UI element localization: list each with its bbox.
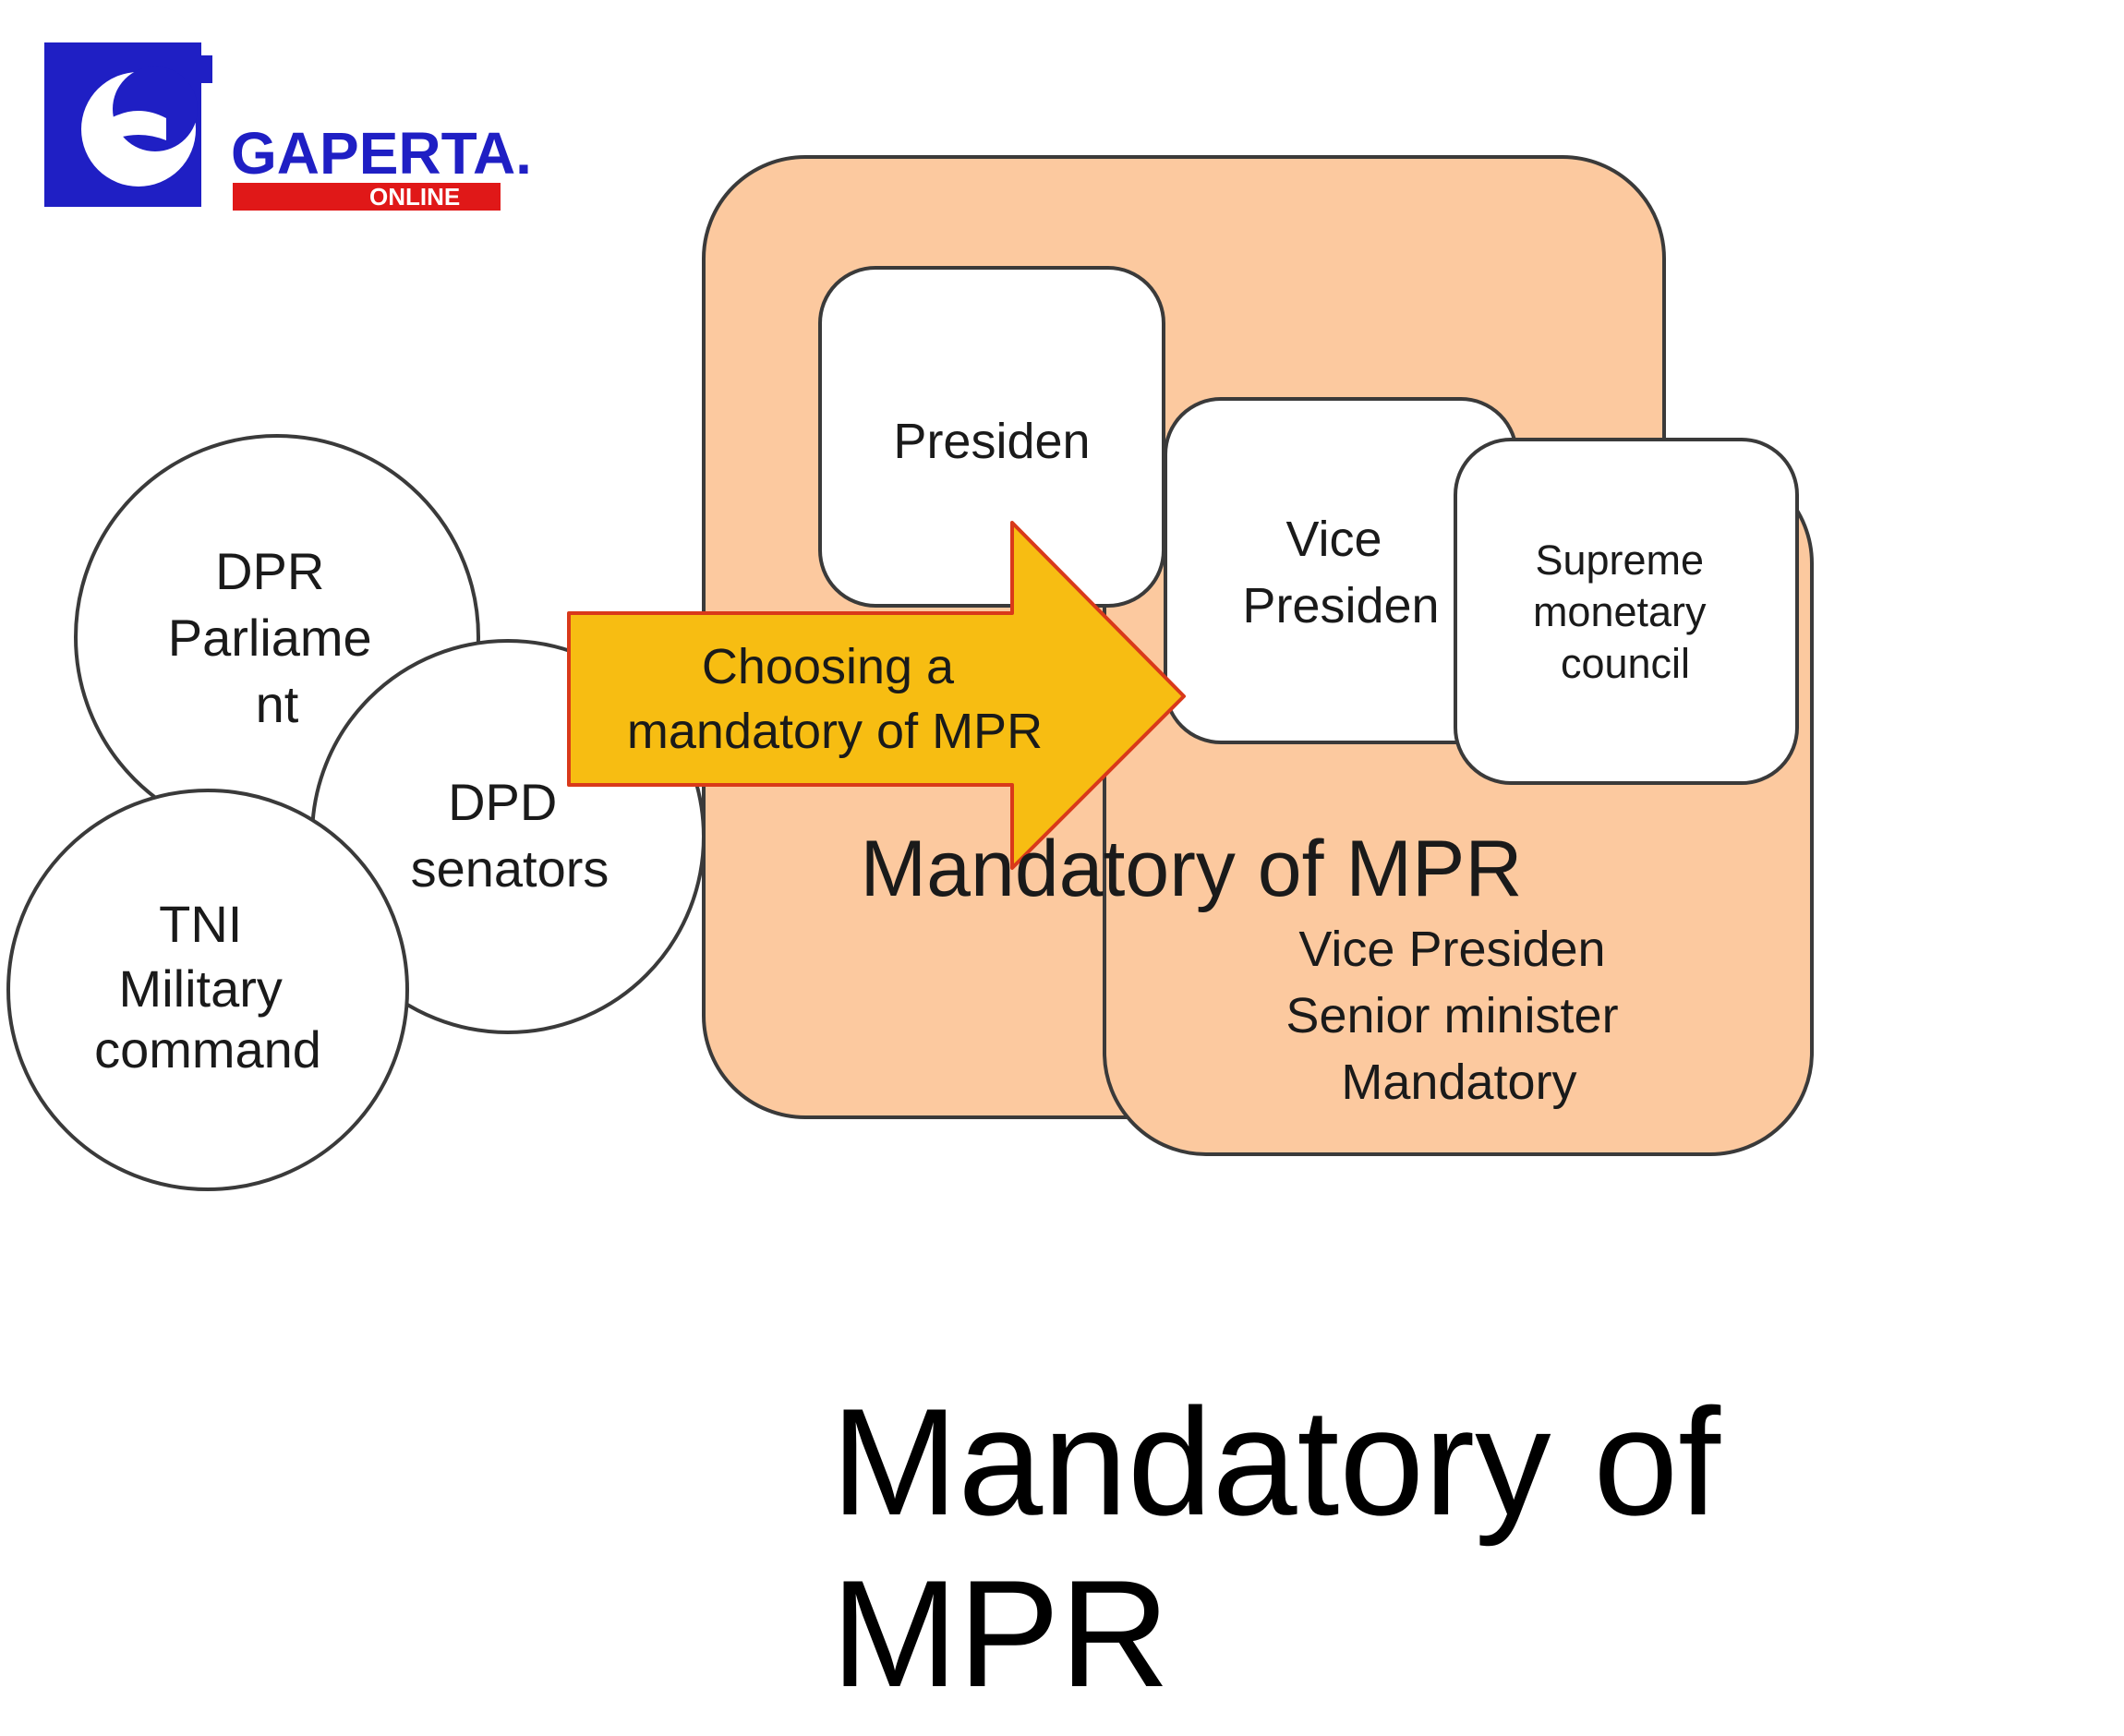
arrow-label-line-2: mandatory of MPR bbox=[627, 704, 1043, 759]
tni-label-line-2: Military bbox=[119, 959, 283, 1018]
lower-box-label-line-1: Vice Presiden bbox=[1298, 922, 1605, 977]
dpd-circle-label: DPD senators bbox=[411, 773, 609, 898]
arrow-label-line-1: Choosing a bbox=[702, 639, 955, 694]
supreme-monetary-council-box bbox=[1454, 438, 1799, 785]
gaperta-g-logo-icon bbox=[44, 42, 212, 207]
arrow-label: Choosing a mandatory of MPR bbox=[627, 639, 1043, 759]
supreme-council-label-line-2: monetary bbox=[1533, 588, 1707, 635]
tni-label-line-1: TNI bbox=[159, 895, 242, 953]
supreme-council-label-line-3: council bbox=[1561, 640, 1690, 687]
tni-circle-label: TNI Military command bbox=[94, 895, 321, 1079]
supreme-council-label-line-1: Supreme bbox=[1535, 536, 1704, 584]
dpr-label-line-2: Parliame bbox=[168, 609, 372, 667]
lower-box-label: Vice Presiden Senior minister Mandatory bbox=[1285, 922, 1632, 1110]
tni-label-line-3: command bbox=[94, 1020, 321, 1079]
supreme-council-label: Supreme monetary council bbox=[1533, 536, 1718, 687]
dpr-label-line-3: nt bbox=[256, 675, 299, 733]
logo-subtitle: ONLINE bbox=[369, 183, 460, 211]
logo-subtitle-bar bbox=[233, 183, 501, 211]
caption-title: Mandatory of MPR bbox=[831, 1377, 1763, 1718]
president-label: Presiden bbox=[893, 414, 1090, 469]
caption-line-1: Mandatory of bbox=[831, 1377, 1721, 1547]
logo-name: GAPERTA. bbox=[231, 120, 532, 187]
vice-president-label: Vice Presiden bbox=[1242, 512, 1439, 633]
lower-box-label-line-3: Mandatory bbox=[1341, 1055, 1576, 1110]
dpr-label-line-1: DPR bbox=[215, 542, 324, 600]
caption-line-2: MPR bbox=[831, 1549, 1170, 1718]
president-box bbox=[818, 266, 1165, 608]
dpd-label-line-2: senators bbox=[411, 839, 609, 898]
gaperta-logo: GAPERTA. ONLINE bbox=[44, 42, 532, 211]
choosing-arrow bbox=[567, 521, 1186, 870]
lower-box-label-line-2: Senior minister bbox=[1285, 988, 1618, 1043]
dpd-label-line-1: DPD bbox=[448, 773, 557, 831]
dpr-circle-label: DPR Parliame nt bbox=[168, 542, 387, 733]
vice-president-label-line-1: Vice bbox=[1285, 512, 1382, 567]
mandatory-mpr-box-label: Mandatory of MPR bbox=[861, 825, 1523, 913]
vice-president-label-line-2: Presiden bbox=[1242, 578, 1439, 633]
tni-circle bbox=[6, 789, 409, 1191]
